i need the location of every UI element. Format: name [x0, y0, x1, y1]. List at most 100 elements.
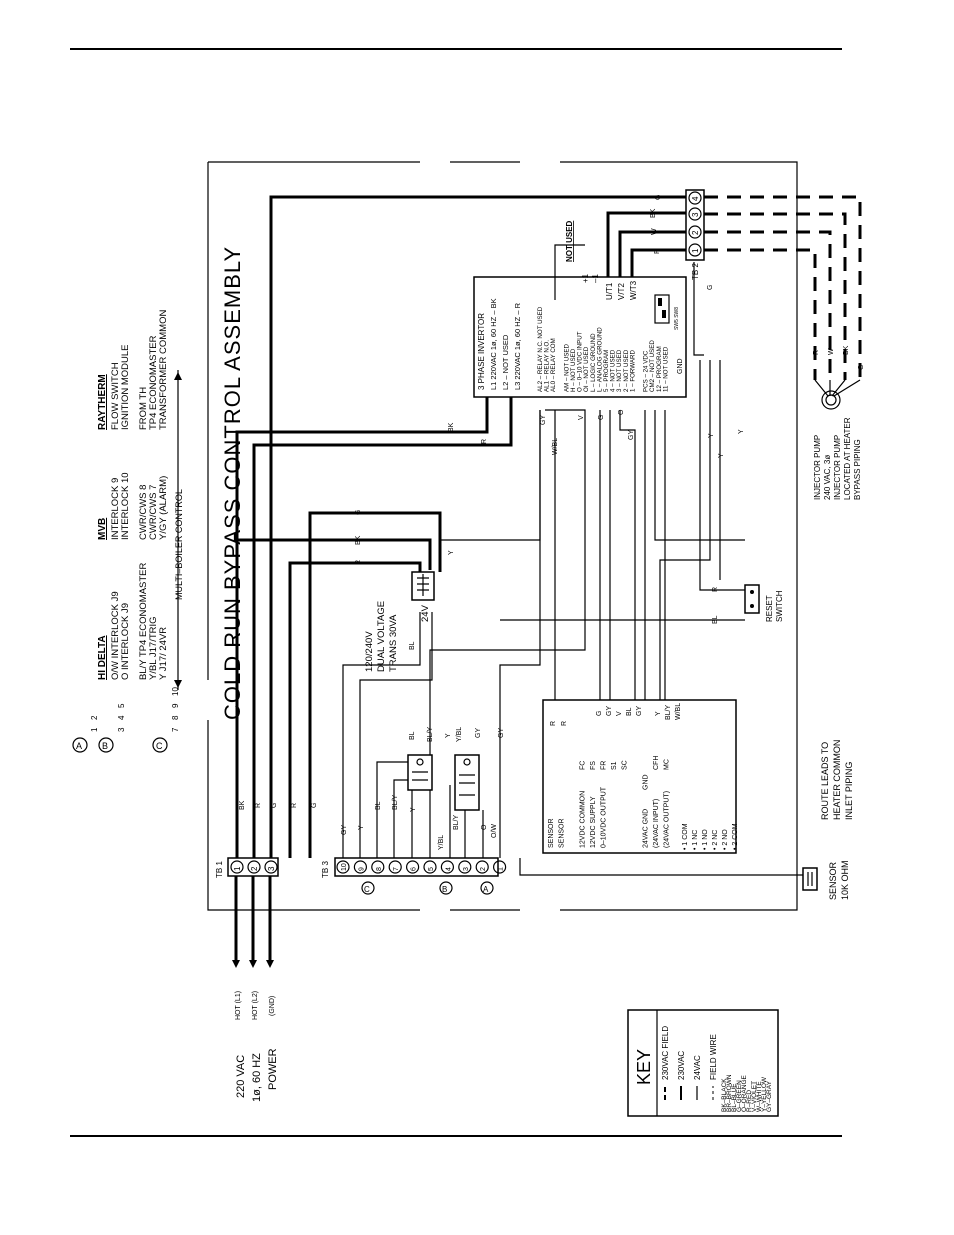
gnd-label: (GND) [269, 996, 276, 1016]
controller-relay-label: • 1 NC [692, 830, 699, 850]
controller-mid-label: CFH [653, 756, 660, 770]
lbl-bk-4: BK [650, 208, 657, 218]
pump-field-wires: INJECTOR PUMP 240 VAC, 3ø INJECTOR PUMP … [704, 195, 862, 500]
lbl-w-2: W [828, 348, 835, 355]
lbl-bk-1: BK [239, 800, 246, 810]
inverter-terminal-label: O – 0–10 VDC INPUT [577, 331, 584, 392]
key-color-entry: Y–YELLOW [761, 1076, 768, 1112]
lbl-bl-1: BL [409, 641, 416, 650]
inverter-terminal-label: AM – NOT USED [563, 343, 570, 392]
tb3-circle-a: A [483, 885, 489, 894]
inverter-l3: L3 220VAC 1ø, 60 HZ – R [513, 302, 522, 390]
multi-col3-0: FLOW SWITCH [110, 362, 121, 430]
lbl-bly-3: BL/Y [427, 726, 434, 742]
multi-col2-5: Y/GY (ALARM) [158, 476, 169, 540]
tb1-t1: 1 [233, 866, 242, 871]
diagram-title: COLD RUN BYPASS CONTROL ASSEMBLY [220, 246, 245, 720]
sensor: SENSOR 10K OHM ROUTE LEADS TO HEATER COM… [802, 740, 854, 900]
key-color-entry: BL–BLUE [731, 1083, 738, 1112]
controller-relay-label: • 1 NO [702, 829, 709, 850]
controller-left-label: SENSOR [559, 818, 566, 848]
hot-l1-label: HOT (L1) [235, 991, 242, 1020]
controller-left-label: 12VDC SUPPLY [590, 796, 597, 848]
lbl-ctrl-bl: BL [626, 707, 633, 716]
reset-switch: RESET SWITCH [744, 584, 784, 622]
lbl-r-6: R [813, 350, 820, 355]
lbl-bk-5: BK [843, 345, 850, 355]
tb2-t1: 1 [691, 248, 700, 253]
tb2-terminal-block: 4 3 2 1 TB 2 [685, 189, 705, 280]
controller-left-label: 0–10VDC OUTPUT [601, 786, 608, 848]
controller-mid-label: FS [590, 761, 597, 770]
lbl-o-2: O [481, 824, 488, 830]
tb1-t3: 3 [267, 866, 276, 871]
lbl-r-4: R [355, 560, 362, 565]
inverter-terminal-label: AL0 – RELAY COM [550, 338, 557, 392]
controller-mid-label: SC [622, 760, 629, 770]
lbl-y-6: Y [410, 807, 417, 812]
tb1-t2: 2 [250, 866, 259, 871]
multi-col3-5: TRANSFORMER COMMON [158, 310, 169, 430]
inverter-v-t2: V/T2 [617, 283, 626, 300]
multi-col1-5: Y J17/ 24VR [158, 627, 169, 680]
controller-mid2-label: GND [643, 774, 650, 790]
lbl-ctrl-v: V [616, 711, 623, 716]
num-2: 2 [90, 715, 99, 720]
multi-col3-3: FROM TH [138, 387, 149, 430]
lbl-bly-1: BL/Y [392, 794, 399, 810]
controller-left-label: 12VDC COMMON [580, 791, 587, 848]
key-color-entry: O–ORANGE [741, 1074, 748, 1112]
top-rule [70, 48, 842, 50]
transformer: 120/240V DUAL VOLTAGE TRANS 30VA 24V [364, 571, 435, 672]
inverter-w-t3: W/T3 [629, 280, 638, 300]
enclosure-border [207, 161, 798, 911]
multi-boiler-label: MULTI–BOILER CONTROL [174, 489, 184, 600]
lbl-bk-2: BK [448, 422, 455, 432]
power-voltage: 220 VAC [235, 1055, 247, 1098]
wire-labels: BK R G R G BK R G BK R Y BL GY W/BL V G … [239, 195, 865, 850]
sensor-l2: 10K OHM [840, 860, 850, 900]
tb2-t3: 3 [691, 212, 700, 217]
reset-l1: RESET [765, 595, 774, 622]
not-used-label: NOT USED [565, 220, 574, 262]
inverter-terminal-label: AL1 – RELAY N.O. [544, 340, 551, 392]
controller-mid-label: S1 [611, 761, 618, 770]
header-raytherm: RAYTHERM [97, 374, 108, 430]
circle-a: A [76, 741, 82, 751]
inverter-name: 3 PHASE INVERTOR [477, 313, 486, 390]
key-line-0: 230VAC FIELD [661, 1026, 670, 1080]
tb3-terminal-circle [458, 860, 472, 874]
controller-relay-label: • 2 COM [732, 823, 739, 850]
inverter-terminal-label: L – ANALOG GROUND [596, 327, 603, 392]
tb3-terminal-label: 6 [411, 867, 418, 871]
route-l3: INLET PIPING [844, 762, 854, 820]
num-5: 5 [117, 703, 126, 708]
tb3-circle-b: B [442, 885, 447, 894]
lbl-g-1: G [271, 803, 278, 808]
key-color-entry: R–RED [746, 1090, 753, 1112]
inverter-terminal-label: 3 – NOT USED [616, 349, 623, 392]
lbl-y-3: Y [718, 453, 725, 458]
lbl-g-7: G [858, 365, 865, 370]
tb1-label: TB 1 [215, 861, 224, 878]
tb3-terminal-circle [371, 860, 385, 874]
inverter-plus1: +1 [581, 273, 590, 283]
lbl-r-7: R [712, 587, 719, 592]
multi-col2-4: CWR/CWS 7 [148, 485, 159, 540]
tb3-terminal-circle [388, 860, 402, 874]
lbl-bl-2: BL [712, 615, 719, 624]
key-legend: KEY 230VAC FIELD 230VAC 24VAC FIELD WIRE… [627, 1009, 779, 1117]
transformer-l3: TRANS 30VA [388, 614, 399, 672]
inverter-minus1: –1 [591, 274, 600, 283]
lbl-gy-3: GY [341, 825, 348, 835]
lbl-y-1: Y [448, 550, 455, 555]
inverter-terminal-label: AL2 – RELAY N.C. NOT USED [537, 306, 544, 392]
multi-col2-1: INTERLOCK 10 [120, 472, 131, 540]
num-8: 8 [171, 715, 180, 720]
controller-relay-label: • 1 COM [682, 823, 689, 850]
key-line-3: FIELD WIRE [709, 1034, 718, 1080]
inverter-terminal-label: 12 – PROGRAM [656, 346, 663, 392]
inverter-terminal-label: PCS – 24 VDC [643, 350, 650, 392]
